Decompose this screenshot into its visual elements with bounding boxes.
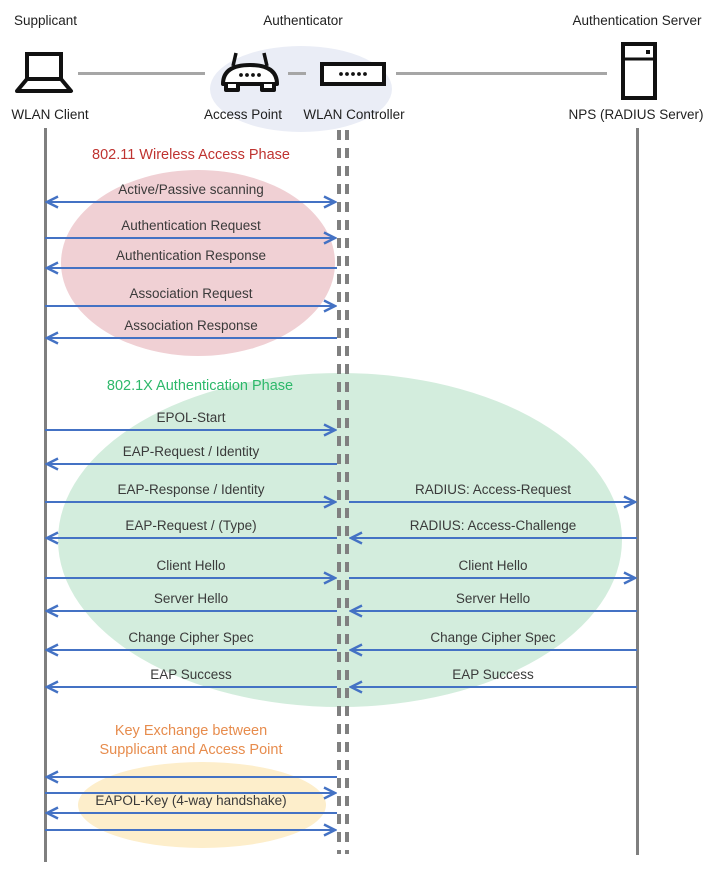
message-label: Server Hello <box>455 591 531 606</box>
message-arrow <box>45 571 337 585</box>
message-label: EAP Success <box>452 667 534 682</box>
message-label: EAPOL-Key (4-way handshake) <box>95 793 287 808</box>
connector-client-ap <box>78 72 205 75</box>
message-arrow <box>349 604 637 618</box>
message-label: Association Response <box>124 318 258 333</box>
message-arrow <box>349 571 637 585</box>
server-icon <box>621 42 657 100</box>
node-label-wlan-client: WLAN Client <box>11 107 89 122</box>
message-arrow <box>45 331 337 345</box>
phase-title-key-exchange: Key Exchange between Supplicant and Acce… <box>99 723 283 758</box>
message-arrow <box>349 531 637 545</box>
message-label: Authentication Request <box>121 218 261 233</box>
message-label: Change Cipher Spec <box>430 630 556 645</box>
node-label-nps-radius-server: NPS (RADIUS Server) <box>568 107 704 122</box>
message-label: Association Request <box>129 286 253 301</box>
lifeline-wlan-controller-left <box>337 130 341 854</box>
lifeline-wlan-client <box>44 128 47 862</box>
message-arrow <box>45 770 337 784</box>
message-label: RADIUS: Access-Request <box>414 482 572 497</box>
role-label-authenticator: Authenticator <box>263 13 343 28</box>
message-label: EAP-Request / Identity <box>122 444 260 459</box>
switch-icon <box>320 62 386 86</box>
message-arrow <box>349 495 637 509</box>
node-label-wlan-controller: WLAN Controller <box>303 107 405 122</box>
message-arrow <box>349 680 637 694</box>
message-label: EPOL-Start <box>156 410 226 425</box>
message-label: Client Hello <box>156 558 226 573</box>
message-label: EAP-Request / (Type) <box>125 518 257 533</box>
message-arrow <box>349 643 637 657</box>
message-arrow <box>45 643 337 657</box>
role-label-authentication-server: Authentication Server <box>572 13 702 28</box>
message-arrow <box>45 423 337 437</box>
message-label: EAP Success <box>150 667 232 682</box>
message-arrow <box>45 806 337 820</box>
lifeline-nps-server <box>636 128 639 855</box>
node-label-access-point: Access Point <box>203 107 283 122</box>
connector-controller-server <box>396 72 607 75</box>
laptop-icon <box>15 52 73 93</box>
message-arrow <box>45 786 337 800</box>
phase-title-802-1x: 802.1X Authentication Phase <box>106 378 294 394</box>
message-arrow <box>45 299 337 313</box>
message-label: RADIUS: Access-Challenge <box>409 518 577 533</box>
message-label: Server Hello <box>153 591 229 606</box>
message-arrow <box>45 457 337 471</box>
authenticator-highlight-ellipse <box>210 46 392 132</box>
message-arrow <box>45 531 337 545</box>
access-point-icon <box>221 52 279 92</box>
role-label-supplicant: Supplicant <box>14 13 78 28</box>
message-label: Client Hello <box>458 558 528 573</box>
phase-title-802-11: 802.11 Wireless Access Phase <box>92 147 290 163</box>
message-label: Authentication Response <box>115 248 267 263</box>
message-arrow <box>45 195 337 209</box>
lifeline-wlan-controller-right <box>345 130 349 854</box>
message-arrow <box>45 680 337 694</box>
message-arrow <box>45 231 337 245</box>
message-arrow <box>45 604 337 618</box>
message-label: EAP-Response / Identity <box>117 482 265 497</box>
message-arrow <box>45 823 337 837</box>
message-label: Change Cipher Spec <box>128 630 254 645</box>
message-arrow <box>45 261 337 275</box>
connector-ap-controller <box>288 72 306 75</box>
message-label: Active/Passive scanning <box>118 182 264 197</box>
message-arrow <box>45 495 337 509</box>
